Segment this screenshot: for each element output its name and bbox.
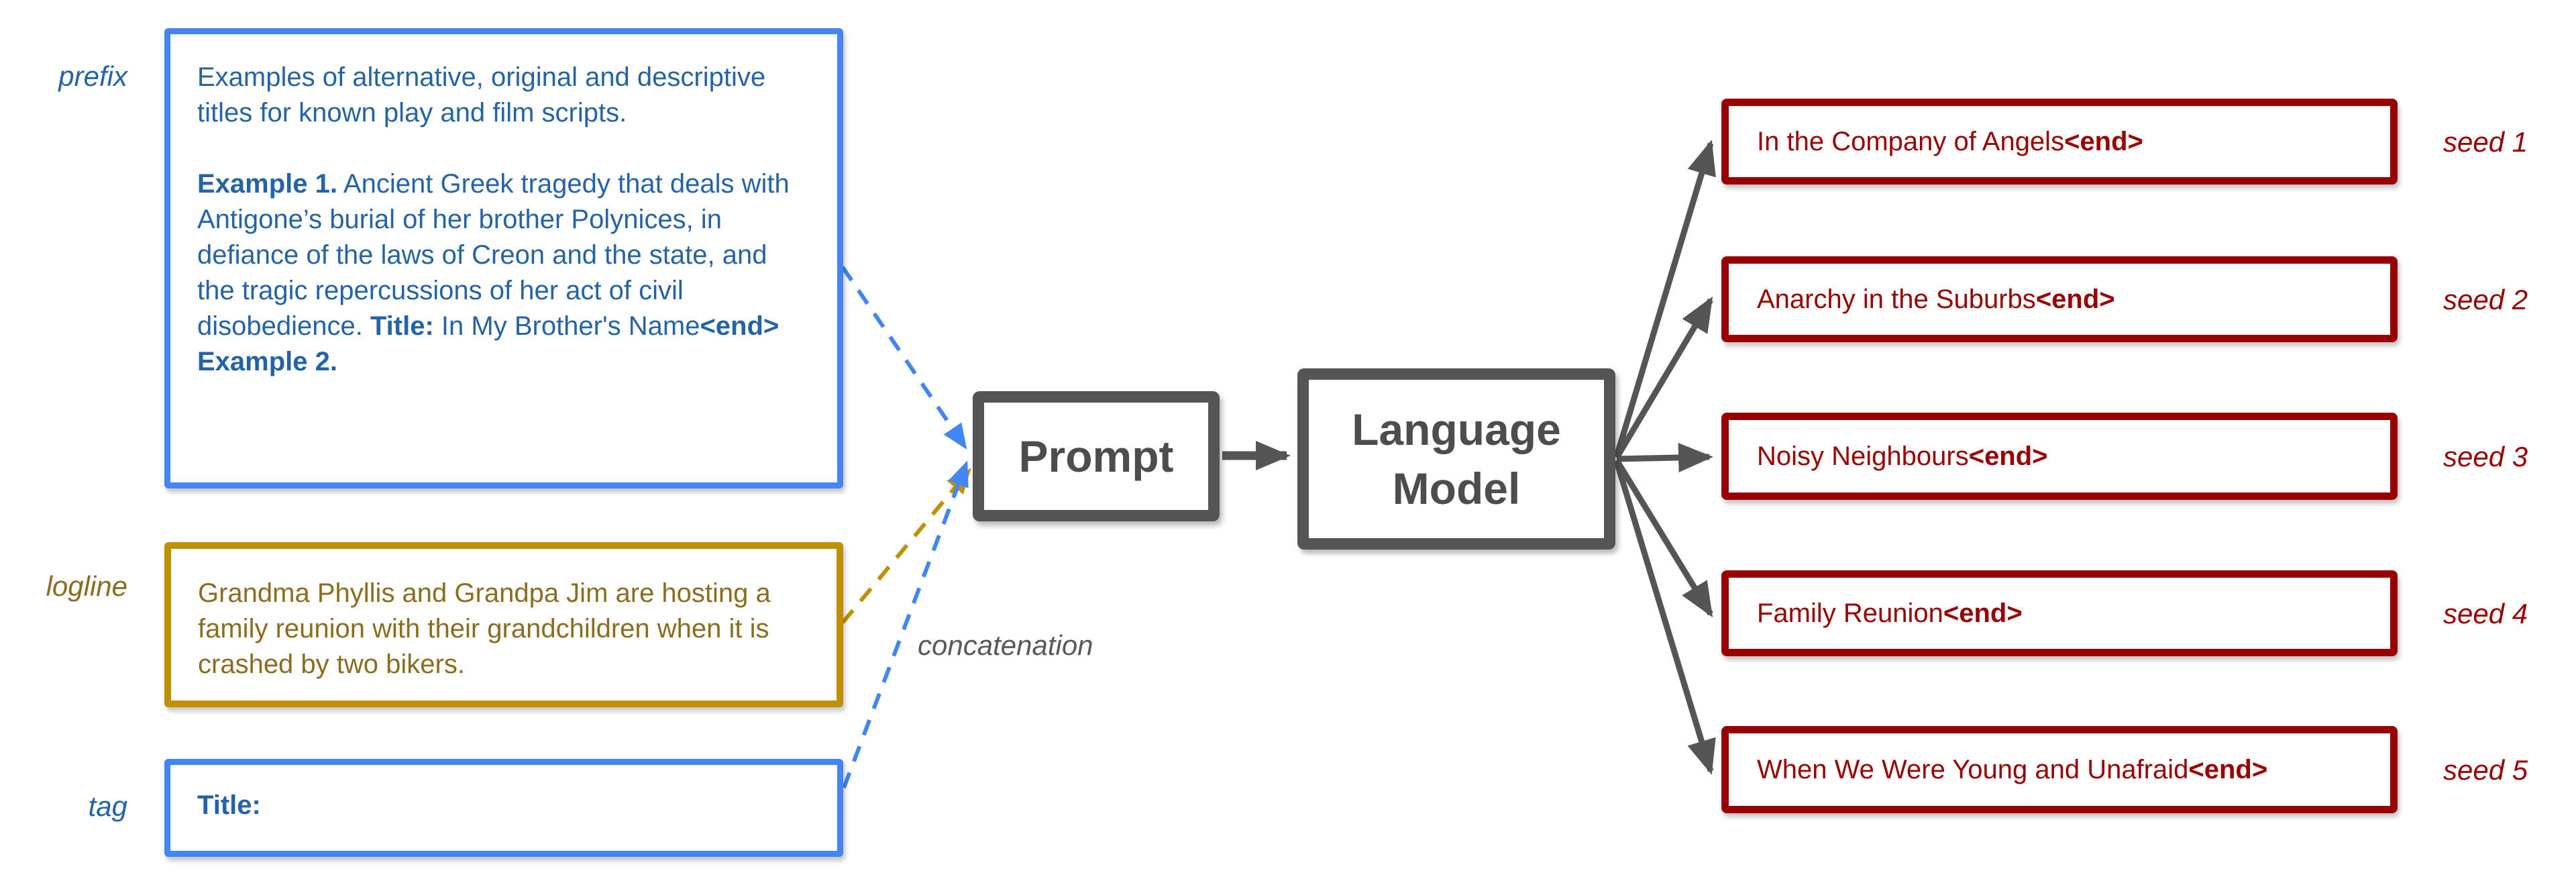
seed-5-label: seed 5 (2443, 754, 2528, 786)
output-title: When We Were Young and Unafraid (1757, 754, 2189, 784)
end-token: <end> (2035, 284, 2115, 314)
output-box-seed-3: Noisy Neighbours<end> (1721, 413, 2398, 500)
logline-box: Grandma Phyllis and Grandpa Jim are host… (164, 542, 843, 707)
output-title: In the Company of Angels (1757, 126, 2065, 156)
dashed-arrow-logline-to-prompt (841, 468, 971, 624)
arrow-model-to-seed-1 (1613, 140, 1716, 458)
output-title: Noisy Neighbours (1757, 441, 1969, 471)
output-box-seed-4: Family Reunion<end> (1721, 570, 2398, 656)
prompt-box: Prompt (973, 391, 1220, 521)
tag-label: tag (88, 790, 127, 822)
seed-2-label: seed 2 (2443, 284, 2528, 315)
seed-3-label: seed 3 (2443, 441, 2528, 472)
output-title: Anarchy in the Suburbs (1757, 284, 2036, 314)
seed-4-label: seed 4 (2443, 598, 2528, 629)
seed-1-label: seed 1 (2443, 126, 2528, 158)
dashed-arrow-tag-to-prompt (842, 460, 969, 789)
output-box-seed-2: Anarchy in the Suburbs<end> (1721, 256, 2398, 342)
language-model-box: Language Model (1297, 368, 1615, 550)
arrow-model-to-seed-5 (1613, 460, 1716, 775)
logline-text: Grandma Phyllis and Grandpa Jim are host… (198, 578, 771, 679)
end-token: <end> (2064, 126, 2143, 156)
tag-text: Title: (197, 790, 261, 820)
prompt-title: Prompt (1018, 431, 1174, 481)
dashed-arrow-prefix-to-prompt (841, 266, 967, 450)
tag-box: Title: (164, 759, 843, 857)
concatenation-label: concatenation (918, 629, 1093, 661)
arrow-model-to-seed-4 (1614, 458, 1713, 618)
language-model-title: Language Model (1352, 405, 1561, 513)
end-token: <end> (1968, 441, 2048, 471)
logline-label: logline (46, 570, 127, 602)
prefix-text: Examples of alternative, original and de… (197, 62, 790, 376)
prefix-box: Examples of alternative, original and de… (164, 28, 843, 488)
arrow-model-to-seed-3 (1616, 443, 1713, 472)
end-token: <end> (1943, 598, 2023, 628)
output-box-seed-1: In the Company of Angels<end> (1721, 99, 2398, 185)
end-token: <end> (2188, 754, 2268, 784)
output-box-seed-5: When We Were Young and Unafraid<end> (1721, 726, 2398, 813)
prefix-label: prefix (58, 60, 127, 92)
output-title: Family Reunion (1757, 598, 1943, 628)
arrow-model-to-seed-2 (1614, 296, 1713, 460)
